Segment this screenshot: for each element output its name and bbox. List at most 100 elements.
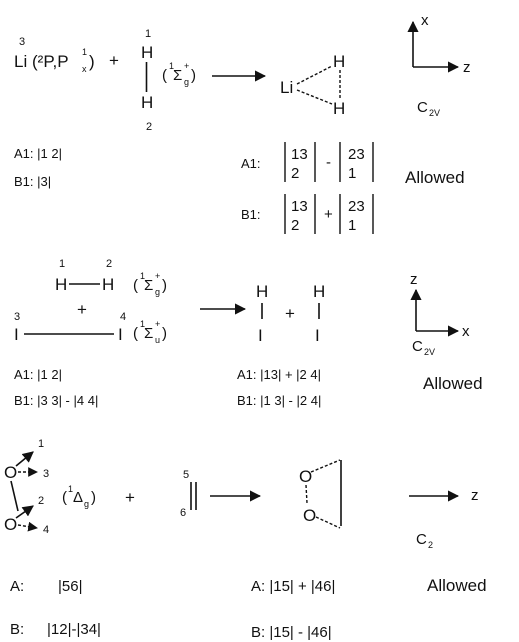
li-h-dashed-bond-top [296, 65, 333, 85]
a1-left-config: A1: |1 2| [14, 367, 62, 382]
b1-right-config: B1: |1 3| - |2 4| [237, 393, 321, 408]
o-atom-bottom: O [4, 515, 17, 534]
b1-det2-top: 23 [348, 198, 365, 215]
o2-state-open: ( [62, 489, 67, 506]
product-o-top: O [299, 467, 312, 486]
o2-state-sub: g [84, 499, 89, 509]
result-allowed-3: Allowed [427, 576, 487, 595]
b1-left-config: B1: |3 3| - |4 4| [14, 393, 98, 408]
li-atom-label: Li [14, 52, 27, 71]
axis-z-label: z [463, 59, 471, 76]
h2-state-sub: g [155, 287, 160, 297]
h2-state-sigma: Σ [173, 67, 182, 84]
o-number-2: 2 [38, 495, 44, 507]
product-h-bottom: H [333, 99, 345, 118]
a-left-label: A: [10, 578, 24, 595]
li-state-sub: x [82, 64, 87, 74]
h2-state-open: ( [162, 67, 167, 84]
a1-det2-top: 23 [348, 146, 365, 163]
panel-o2-ethylene: 1 O 3 2 O 4 ( 1 Δ g ) + 5 6 O O z C 2 A:… [4, 438, 487, 641]
plus-sign: + [77, 300, 87, 319]
i-left: I [14, 325, 19, 344]
h-number-2: 2 [106, 258, 112, 270]
symmetry-sub: 2 [428, 540, 433, 550]
product-o-c-dashed-bottom [315, 516, 341, 529]
symmetry-sub: 2V [429, 108, 440, 118]
product-h-left: H [256, 282, 268, 301]
axis-x-label: x [421, 12, 429, 29]
b1-det1-bottom: 2 [291, 217, 299, 234]
h2-state-sup: + [184, 61, 189, 71]
a1-det1-bottom: 2 [291, 165, 299, 182]
li-h-dashed-bond-bottom [296, 89, 333, 105]
li-state-sup: 1 [82, 47, 87, 57]
o-number-3: 3 [43, 468, 49, 480]
h-number-1: 1 [59, 258, 65, 270]
product-li-label: Li [280, 78, 293, 97]
o2-state-close: ) [91, 489, 96, 506]
li-state-close: ) [89, 52, 95, 71]
o-o-bond [10, 480, 19, 512]
product-plus: + [285, 304, 295, 323]
b-right-config: B: |15| - |46| [251, 624, 332, 641]
h-atom-bottom: H [141, 93, 153, 112]
i-number-4: 4 [120, 311, 126, 323]
b-left-config: |12|-|34| [47, 621, 101, 638]
h-atom-top: H [141, 43, 153, 62]
o2-state-pre: 1 [68, 484, 73, 494]
i2-state-close: ) [162, 325, 167, 342]
product-i-right: I [315, 326, 320, 345]
a1-det2-bottom: 1 [348, 165, 356, 182]
axis-z-label: z [471, 487, 479, 504]
o-number-1: 1 [38, 438, 44, 450]
orbital-1-arrow [15, 451, 34, 467]
a-right-config: A: |15| + |46| [251, 578, 335, 595]
li-atom-number: 3 [19, 36, 25, 48]
product-o-o-dashed [305, 484, 308, 504]
symmetry-label: C [417, 99, 428, 116]
panel-h2-i2: 1 2 H H ( 1 Σ + g ) + 3 4 I I ( 1 Σ + u … [14, 258, 483, 408]
h2-state-open: ( [133, 277, 138, 294]
product-h-right: H [313, 282, 325, 301]
i-number-3: 3 [14, 311, 20, 323]
symmetry-sub: 2V [424, 347, 435, 357]
ethylene-number-6: 6 [180, 507, 186, 519]
b-left-label: B: [10, 621, 24, 638]
product-o-c-dashed-top [310, 459, 341, 473]
product-i-left: I [258, 326, 263, 345]
o2-state-delta: Δ [73, 489, 83, 506]
i2-state-open: ( [133, 325, 138, 342]
a1-operator: - [326, 154, 331, 171]
plus-sign: + [125, 488, 135, 507]
h2-state-sup: + [155, 271, 160, 281]
li-state-open: (²P,P [32, 52, 69, 71]
axis-x-label: x [462, 323, 470, 340]
axis-z-label: z [410, 271, 418, 288]
o-atom-top: O [4, 463, 17, 482]
h2-state-sigma: Σ [144, 277, 153, 294]
result-allowed-2: Allowed [423, 374, 483, 393]
b1-left-config: B1: |3| [14, 174, 51, 189]
a1-left-config: A1: |1 2| [14, 146, 62, 161]
panel-li-h2: 3 Li (²P,P 1 x ) + 1 H H 2 ( 1 Σ + g ) L… [14, 12, 471, 234]
a-left-config: |56| [58, 578, 82, 595]
a1-right-label: A1: [241, 156, 261, 171]
h-left: H [55, 275, 67, 294]
o-number-4: 4 [43, 524, 49, 536]
h2-state-pre: 1 [140, 271, 145, 281]
orbital-4-arrow [17, 521, 38, 532]
h2-state-close: ) [191, 67, 196, 84]
orbital-2-arrow [15, 505, 34, 519]
i2-state-sigma: Σ [144, 325, 153, 342]
b1-operator: + [324, 206, 333, 223]
symmetry-label: C [412, 338, 423, 355]
product-h-top: H [333, 52, 345, 71]
b1-right-label: B1: [241, 207, 261, 222]
product-o-bottom: O [303, 506, 316, 525]
i2-state-pre: 1 [140, 319, 145, 329]
h2-state-close: ) [162, 277, 167, 294]
i2-state-sup: + [155, 319, 160, 329]
h-atom-number-2: 2 [146, 121, 152, 133]
i2-state-sub: u [155, 335, 160, 345]
